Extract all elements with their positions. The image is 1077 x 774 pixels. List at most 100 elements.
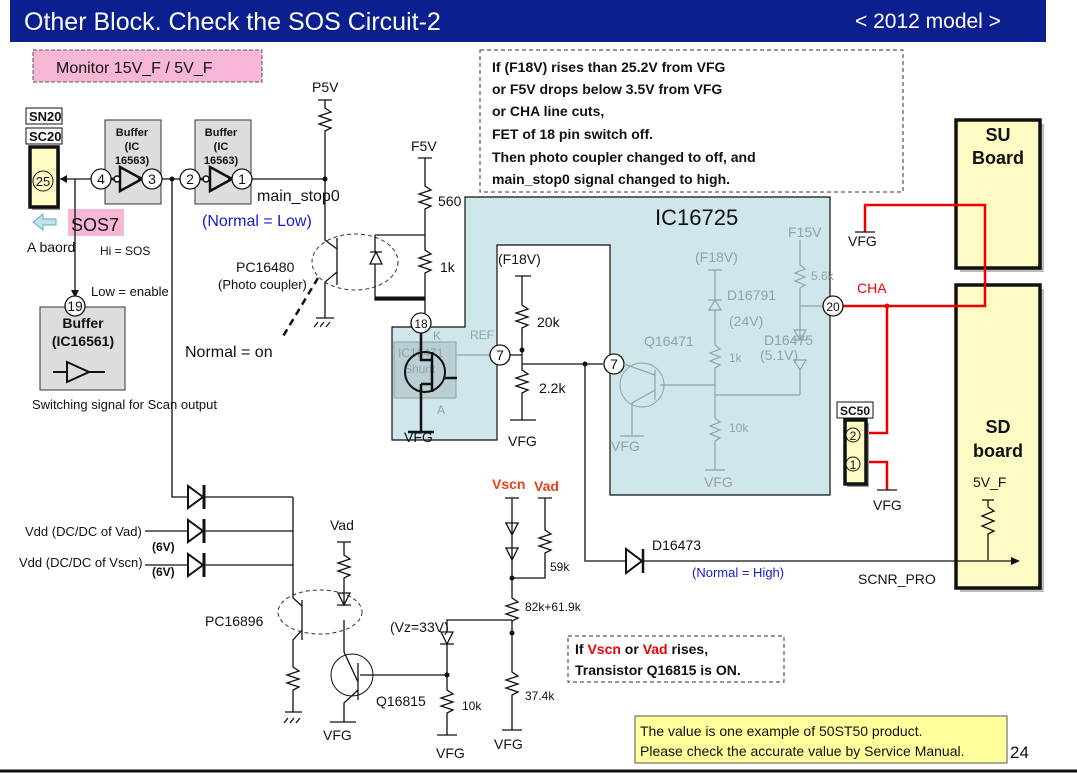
pin-number: 20 xyxy=(826,300,840,314)
r10k-internal-label: 10k xyxy=(729,421,749,435)
vfg-label: VFG xyxy=(494,736,523,752)
buffer-symbol xyxy=(53,360,105,384)
d16475-label: D16475 xyxy=(764,332,813,348)
disclaimer-box xyxy=(634,715,1008,764)
pin-number: 18 xyxy=(414,317,428,331)
r2-2k-label: 2.2k xyxy=(539,380,566,396)
diode-icons xyxy=(187,484,205,578)
q16815-icon xyxy=(330,653,374,697)
vfg-label: VFG xyxy=(704,474,733,490)
pin-circle xyxy=(141,168,163,190)
ic16725-label: IC16725 xyxy=(655,205,738,230)
vz-label: (Vz=33V) xyxy=(390,619,449,635)
switching-signal-label: Switching signal for Scan output xyxy=(32,397,217,412)
left-arrow-icon xyxy=(32,212,57,232)
sd-board-label: SD xyxy=(985,417,1010,437)
sc20-pin-number: 25 xyxy=(36,174,50,189)
detection-divider xyxy=(502,497,554,731)
sd-board xyxy=(954,283,1042,590)
note-line: FET of 18 pin switch off. xyxy=(492,126,653,142)
pin-circle xyxy=(231,168,253,190)
a-board-label: A baord xyxy=(27,239,75,255)
sc50-pin xyxy=(845,427,861,443)
page-number: 24 xyxy=(1010,743,1029,762)
vfg-label: VFG xyxy=(508,433,537,449)
vfg-label: VFG xyxy=(436,745,465,761)
vfg-label: VFG xyxy=(873,497,902,513)
pin-number: 19 xyxy=(67,298,83,314)
buffer-label: Buffer xyxy=(116,127,149,139)
ground-icon xyxy=(313,321,331,328)
main-stop0-label: main_stop0 xyxy=(257,188,340,205)
pin-number: 2 xyxy=(186,171,194,187)
arrow-icon xyxy=(1011,557,1020,565)
fet-icon xyxy=(404,351,446,393)
r10k-label: 10k xyxy=(462,699,482,713)
ground-bar xyxy=(855,231,897,491)
junction xyxy=(884,303,890,309)
sn20-label: SN20 xyxy=(29,109,62,124)
pin-number: 7 xyxy=(496,347,504,363)
r59k-label: 59k xyxy=(550,560,570,574)
buffer-ic16563-a xyxy=(104,119,162,205)
r37k-label: 37.4k xyxy=(525,689,555,703)
pin-circle xyxy=(64,295,86,317)
r5-6k-label: 5.6k xyxy=(811,269,835,283)
v5-1-label: (5.1V) xyxy=(760,347,798,363)
d16473-label: D16473 xyxy=(652,537,701,553)
junction xyxy=(519,347,525,353)
inverter-bubble xyxy=(113,175,121,183)
pc16896-outline xyxy=(277,589,363,635)
inverter-bubble xyxy=(202,175,210,183)
f18v-label: (F18V) xyxy=(498,251,541,267)
r1k-label: 1k xyxy=(440,259,456,275)
sc50-label: SC50 xyxy=(840,404,870,418)
su-board-label: SU xyxy=(985,125,1010,145)
5v-f-label: 5V_F xyxy=(973,474,1006,490)
pin-number: 1 xyxy=(238,171,246,187)
normal-on-label: Normal = on xyxy=(185,344,273,361)
k-label: K xyxy=(433,329,441,343)
p5v-label: P5V xyxy=(312,79,339,95)
su-board-label: Board xyxy=(972,148,1024,168)
r20k-label: 20k xyxy=(537,314,561,330)
pin-circle xyxy=(179,168,201,190)
buffer-label: Buffer xyxy=(62,315,104,331)
q16815-label: Q16815 xyxy=(376,693,426,709)
note-line: main_stop0 signal changed to high. xyxy=(492,171,730,187)
sd-board-label: board xyxy=(973,441,1023,461)
buffer-ic16561 xyxy=(39,306,126,391)
vfg-label: VFG xyxy=(848,233,877,249)
shunt-label: Shunt xyxy=(404,362,436,376)
sc50-pin xyxy=(845,456,861,472)
title-bar xyxy=(10,0,1046,42)
or-diode-wiring xyxy=(145,179,294,598)
disclaimer-line: The value is one example of 50ST50 produ… xyxy=(640,723,923,739)
vad-label: Vad xyxy=(330,517,354,533)
ref-label: REF xyxy=(470,328,494,342)
vdd-vscn-label: Vdd (DC/DC of Vscn) xyxy=(19,555,143,570)
junction xyxy=(509,575,515,581)
vad-red-label: Vad xyxy=(534,478,559,494)
q16815-note-line1: If Vscn or Vad rises, xyxy=(575,641,708,657)
buffer-label: 16563) xyxy=(204,155,239,167)
ground-icon xyxy=(283,717,301,724)
hi-sos-label: Hi = SOS xyxy=(100,244,150,258)
vfg-label: VFG xyxy=(611,438,640,454)
pc16480-outline xyxy=(311,233,399,291)
scnr-pro-wire xyxy=(584,364,1012,562)
pin-circle xyxy=(90,168,112,190)
vscn-label: Vscn xyxy=(492,476,525,492)
ic16725-internal-circuit xyxy=(660,240,822,471)
model-label: < 2012 model > xyxy=(855,10,1001,33)
6v-label: (6V) xyxy=(152,540,175,554)
pc16896-label: PC16896 xyxy=(205,613,264,629)
v24-label: (24V) xyxy=(729,313,763,329)
sos7-label: SOS7 xyxy=(71,215,119,235)
disclaimer-line: Please check the accurate value by Servi… xyxy=(640,743,965,759)
condition-note: If (F18V) rises than 25.2V from VFG or F… xyxy=(492,59,756,187)
p5v-pullup-and-phototransistor xyxy=(316,99,338,319)
fet-symbol xyxy=(408,333,457,434)
q16471-label: Q16471 xyxy=(644,333,694,349)
